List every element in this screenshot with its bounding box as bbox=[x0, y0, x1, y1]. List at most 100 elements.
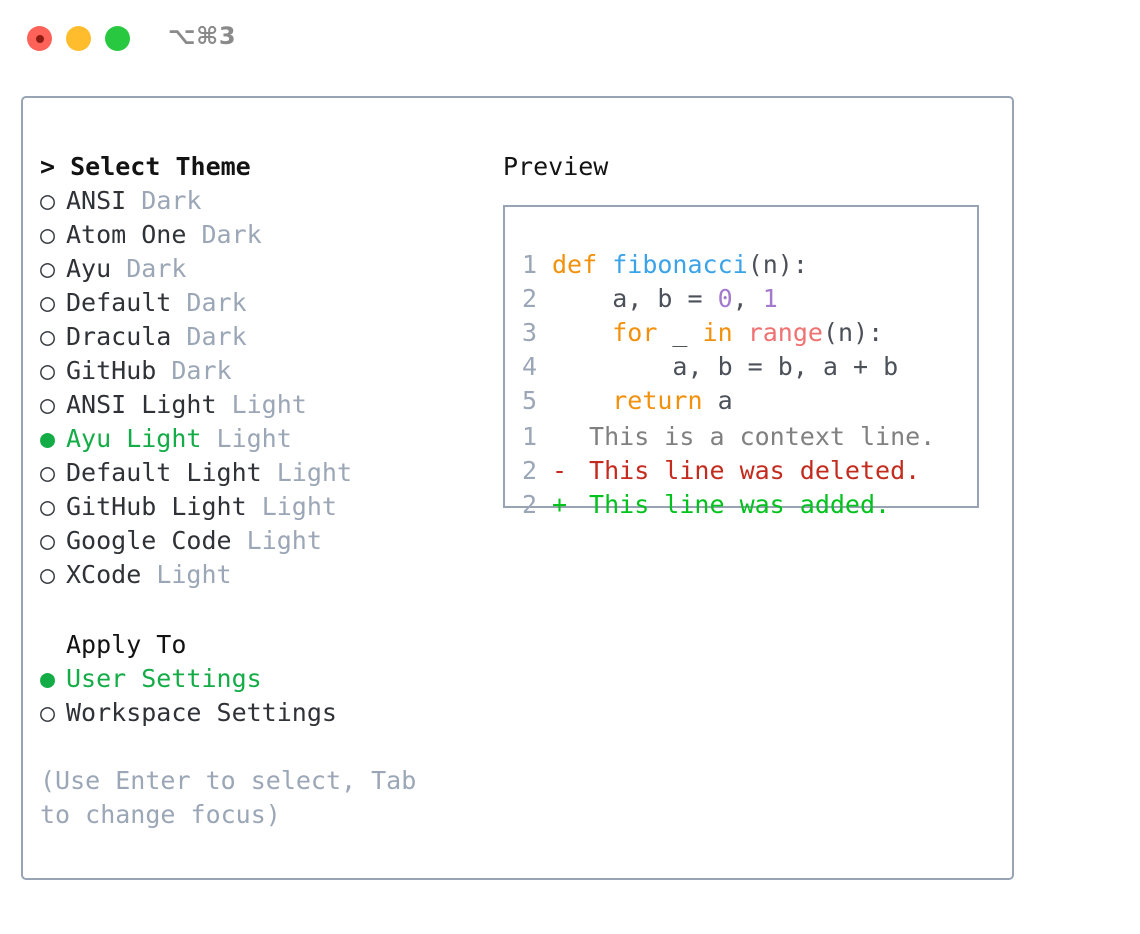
theme-option-google-code[interactable]: ○ Google Code Light bbox=[40, 524, 480, 558]
radio-selected-icon: ● bbox=[40, 664, 56, 693]
code-token-txt: _ bbox=[657, 318, 703, 347]
code-token-txt: a, b = bbox=[552, 284, 718, 313]
theme-option-variant-badge: Dark bbox=[186, 322, 247, 351]
window-shortcut-label: ⌥⌘3 bbox=[168, 22, 237, 50]
code-token-txt: , bbox=[732, 284, 763, 313]
diff-line-text: This is a context line. bbox=[574, 422, 936, 451]
theme-option-ayu-light[interactable]: ● Ayu Light Light bbox=[40, 422, 480, 456]
theme-option-label: GitHub Light bbox=[66, 492, 247, 521]
radio-unselected-icon: ○ bbox=[40, 288, 56, 317]
theme-option-label: GitHub bbox=[66, 356, 157, 385]
spacer bbox=[40, 730, 480, 764]
code-token-call: range bbox=[747, 318, 823, 347]
spacer bbox=[40, 592, 480, 628]
code-token-txt bbox=[733, 318, 748, 347]
theme-option-ayu[interactable]: ○Ayu Dark bbox=[40, 252, 480, 286]
code-token-txt: (n): bbox=[822, 318, 884, 347]
title-bar: ⌥⌘3 bbox=[0, 0, 1140, 78]
diff-line-ctx: 1 This is a context line. bbox=[522, 420, 962, 454]
theme-option-atom-one[interactable]: ○ Atom One Dark bbox=[40, 218, 480, 252]
minimize-window-button[interactable] bbox=[66, 26, 91, 51]
radio-unselected-icon: ○ bbox=[40, 526, 56, 555]
radio-unselected-icon: ○ bbox=[40, 322, 56, 351]
radio-selected-icon: ● bbox=[40, 424, 56, 453]
code-line: 4 a, b = b, a + b bbox=[522, 350, 962, 384]
code-line: 2 a, b = 0, 1 bbox=[522, 282, 962, 316]
diff-preview: 1 This is a context line.2- This line wa… bbox=[522, 420, 962, 522]
radio-unselected-icon: ○ bbox=[40, 560, 56, 589]
theme-option-default-light[interactable]: ○Default Light Light bbox=[40, 456, 480, 490]
theme-option-variant-badge: Light bbox=[156, 560, 232, 589]
code-line: 3 for _ in range(n): bbox=[522, 316, 962, 350]
theme-option-ansi[interactable]: ○ ANSI Dark bbox=[40, 184, 480, 218]
apply-to-option-label: Workspace Settings bbox=[66, 698, 337, 727]
code-token-kw: def bbox=[552, 250, 613, 279]
theme-option-variant-badge: Light bbox=[216, 424, 292, 453]
code-token-num: 0 bbox=[717, 284, 733, 313]
diff-sign: - bbox=[552, 456, 568, 485]
theme-option-github[interactable]: ○GitHub Dark bbox=[40, 354, 480, 388]
code-line-number: 5 bbox=[522, 386, 538, 415]
apply-to-option-user-settings[interactable]: ●User Settings bbox=[40, 662, 480, 696]
theme-option-label: ANSI Light bbox=[66, 390, 217, 419]
code-token-txt: a bbox=[702, 386, 733, 415]
radio-unselected-icon: ○ bbox=[40, 390, 56, 419]
diff-line-text: This line was deleted. bbox=[574, 456, 921, 485]
code-token-txt bbox=[552, 386, 612, 415]
theme-option-default[interactable]: ○ Default Dark bbox=[40, 286, 480, 320]
code-token-kw: for bbox=[612, 318, 658, 347]
diff-line-number: 2 bbox=[522, 456, 538, 485]
theme-option-variant-badge: Dark bbox=[186, 288, 247, 317]
help-hint-text: (Use Enter to select, Tab to change focu… bbox=[40, 766, 432, 829]
code-line: 5 return a bbox=[522, 384, 962, 418]
diff-sign bbox=[552, 420, 574, 454]
radio-unselected-icon: ○ bbox=[40, 186, 56, 215]
theme-option-variant-badge: Light bbox=[276, 458, 352, 487]
theme-option-label: XCode bbox=[66, 560, 142, 589]
code-token-kw: return bbox=[612, 386, 703, 415]
apply-to-list: ●User Settings○ Workspace Settings bbox=[40, 662, 480, 730]
theme-option-label: Default Light bbox=[66, 458, 262, 487]
theme-option-label: ANSI bbox=[66, 186, 127, 215]
code-token-kw: in bbox=[702, 318, 733, 347]
theme-option-variant-badge: Dark bbox=[171, 356, 232, 385]
theme-option-label: Google Code bbox=[66, 526, 232, 555]
theme-option-label: Ayu Light bbox=[66, 424, 202, 453]
code-token-fn: fibonacci bbox=[612, 250, 748, 279]
theme-option-variant-badge: Light bbox=[231, 390, 307, 419]
radio-unselected-icon: ○ bbox=[40, 492, 56, 521]
theme-option-dracula[interactable]: ○ Dracula Dark bbox=[40, 320, 480, 354]
radio-unselected-icon: ○ bbox=[40, 220, 56, 249]
diff-line-number: 1 bbox=[522, 422, 538, 451]
theme-option-ansi-light[interactable]: ○ ANSI Light Light bbox=[40, 388, 480, 422]
theme-option-label: Atom One bbox=[66, 220, 187, 249]
maximize-window-button[interactable] bbox=[105, 26, 130, 51]
apply-to-option-workspace-settings[interactable]: ○ Workspace Settings bbox=[40, 696, 480, 730]
close-window-button[interactable] bbox=[27, 26, 52, 51]
diff-line-text: This line was added. bbox=[574, 490, 891, 519]
theme-option-variant-badge: Light bbox=[246, 526, 322, 555]
theme-option-label: Default bbox=[66, 288, 172, 317]
theme-selector-column: > Select Theme ○ANSI Dark○Atom One Dark○… bbox=[40, 150, 480, 832]
theme-option-github-light[interactable]: ○ GitHub Light Light bbox=[40, 490, 480, 524]
theme-option-label: Dracula bbox=[66, 322, 172, 351]
theme-option-variant-badge: Dark bbox=[141, 186, 202, 215]
apply-to-header: Apply To bbox=[66, 630, 187, 659]
radio-unselected-icon: ○ bbox=[40, 698, 56, 727]
code-line-number: 4 bbox=[522, 352, 538, 381]
theme-option-variant-badge: Dark bbox=[201, 220, 262, 249]
theme-option-label: Ayu bbox=[66, 254, 112, 283]
preview-title: Preview bbox=[503, 152, 609, 181]
code-token-txt: a, b = b, a + b bbox=[552, 352, 899, 381]
theme-list: ○ANSI Dark○Atom One Dark○Ayu Dark○Defaul… bbox=[40, 184, 480, 592]
diff-line-del: 2- This line was deleted. bbox=[522, 454, 962, 488]
radio-unselected-icon: ○ bbox=[40, 254, 56, 283]
theme-option-variant-badge: Light bbox=[261, 492, 337, 521]
code-line-number: 2 bbox=[522, 284, 538, 313]
theme-option-xcode[interactable]: ○ XCode Light bbox=[40, 558, 480, 592]
main-panel: > Select Theme ○ANSI Dark○Atom One Dark○… bbox=[21, 96, 1014, 880]
